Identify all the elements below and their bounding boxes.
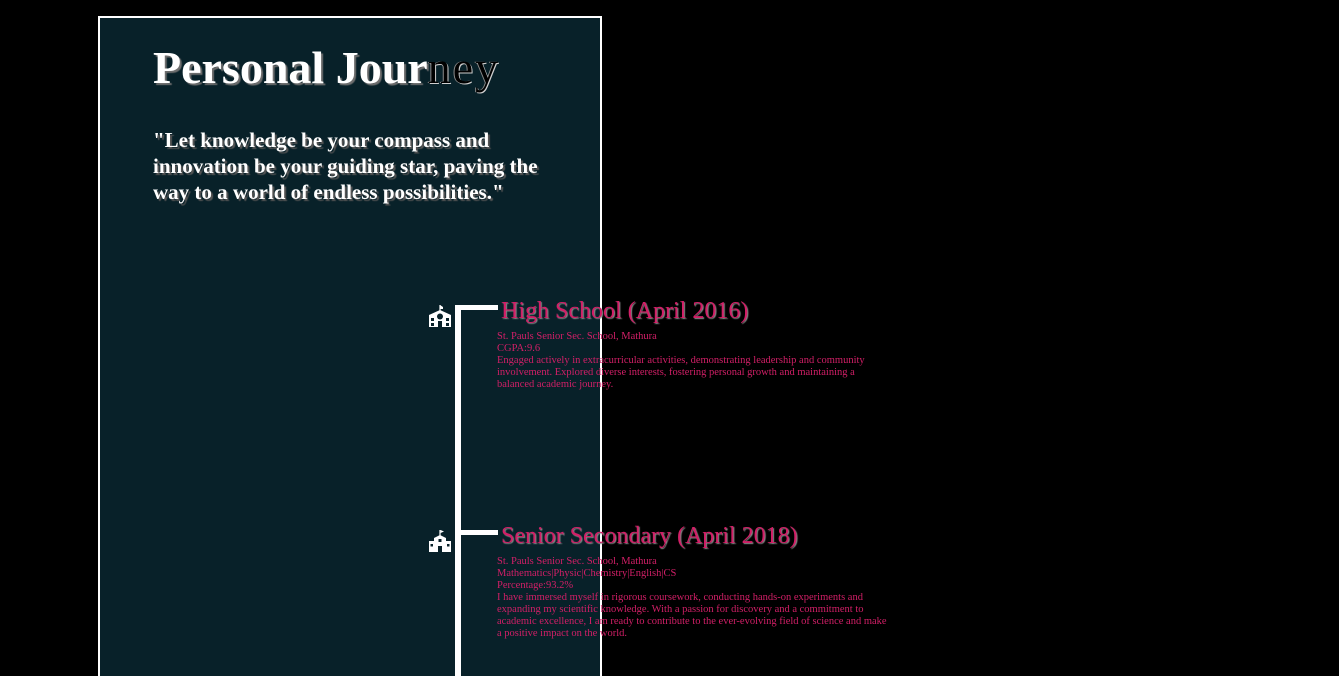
timeline-entry-senior-secondary: Senior Secondary (April 2018) St. Pauls …: [497, 521, 893, 640]
entry-subjects: Mathematics|Physic|Chemistry|English|CS: [497, 568, 677, 579]
timeline-branch: [455, 530, 498, 535]
entry-school: St. Pauls Senior Sec. School, Mathura: [497, 556, 657, 567]
entry-detail: CGPA:9.6: [497, 343, 541, 354]
page-title: Personal Journey: [153, 40, 500, 96]
entry-percentage: Percentage:93.2%: [497, 580, 574, 591]
entry-description: Engaged actively in extracurricular acti…: [497, 355, 865, 390]
timeline-branch: [455, 305, 498, 310]
intro-panel: [98, 16, 602, 676]
school-building-icon: [427, 529, 453, 553]
timeline-entry-high-school: High School (April 2016) St. Pauls Senio…: [497, 296, 893, 391]
school-icon: [427, 304, 453, 328]
entry-school: St. Pauls Senior Sec. School, Mathura: [497, 331, 657, 342]
entry-heading: High School (April 2016): [501, 298, 749, 324]
intro-quote: "Let knowledge be your compass and innov…: [153, 128, 538, 204]
entry-description: I have immersed myself in rigorous cours…: [497, 592, 887, 639]
entry-heading: Senior Secondary (April 2018): [501, 523, 798, 549]
timeline-line: [455, 306, 461, 676]
page-title-main: Personal Jour: [153, 42, 428, 93]
page-title-faded: ney: [427, 42, 501, 93]
